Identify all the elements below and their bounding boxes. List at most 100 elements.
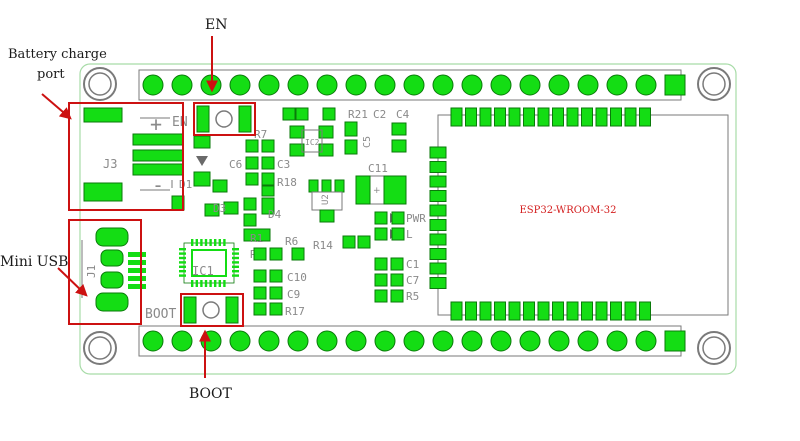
module-pad-top-4 — [494, 107, 506, 127]
bottom-header-pins — [142, 330, 686, 352]
silk-r14: R14 — [313, 239, 333, 252]
module-pad-bottom-4 — [494, 301, 506, 321]
module-pad-left-2 — [429, 161, 447, 173]
module-pad-top-12 — [610, 107, 622, 127]
module-pad-bottom-6 — [523, 301, 535, 321]
module-pad-left-5 — [429, 204, 447, 217]
top-header-pin-17 — [606, 74, 628, 96]
module-pad-bottom-8 — [552, 301, 564, 321]
silk-boot: BOOT — [145, 307, 176, 322]
bottom-header-pin-5 — [258, 330, 280, 352]
silk-j3: J3 — [103, 157, 117, 171]
ic1-lead-bottom-5 — [209, 280, 212, 287]
silk-r1: R1 — [250, 232, 263, 245]
label-en: EN — [205, 17, 227, 33]
ic1-lead-top-7 — [218, 239, 221, 246]
c11-capacitor: + — [355, 175, 407, 205]
svg-text:+: + — [373, 186, 381, 196]
bottom-header-pin-8 — [345, 330, 367, 352]
top-header-pin-2 — [171, 74, 193, 96]
silk-c11: C11 — [368, 162, 388, 175]
ic1-lead-left-3 — [179, 256, 186, 260]
ic1-lead-top-8 — [223, 239, 226, 246]
ic1-lead-bottom-7 — [218, 280, 221, 287]
module-pad-bottom-10 — [581, 301, 593, 321]
bottom-header-pin-15 — [548, 330, 570, 352]
silk-j1: J1 — [85, 265, 98, 278]
leds-pwr-l — [374, 211, 405, 241]
mounting-hole-bottom-left — [83, 331, 117, 365]
top-header-pin-19 — [664, 74, 686, 96]
ic1-lead-right-4 — [232, 261, 239, 264]
bottom-header-pin-14 — [519, 330, 541, 352]
ic1-lead-left-1 — [179, 248, 186, 251]
boot-button-footprint — [183, 296, 239, 324]
passives-c1-c7-r5 — [374, 257, 404, 303]
bottom-header-pin-12 — [461, 330, 483, 352]
module-pad-top-6 — [523, 107, 535, 127]
bottom-header-pin-16 — [577, 330, 599, 352]
top-header-pin-11 — [432, 74, 454, 96]
bottom-header-pin-6 — [287, 330, 309, 352]
top-header-pin-5 — [258, 74, 280, 96]
module-pad-top-14 — [639, 107, 651, 127]
top-header-pin-12 — [461, 74, 483, 96]
silk-c6: C6 — [229, 158, 242, 171]
battery-charge-port-j3 — [83, 107, 184, 202]
silk-r6: R6 — [285, 235, 298, 248]
diodes-and-triangles — [171, 135, 275, 242]
ic1-lead-right-3 — [232, 256, 239, 260]
ic1-lead-top-6 — [214, 239, 217, 246]
top-header-pin-6 — [287, 74, 309, 96]
top-header-pin-9 — [374, 74, 396, 96]
silk-c7: C7 — [406, 274, 419, 287]
module-pad-left-1 — [429, 146, 447, 159]
highlight-mini-usb — [68, 219, 142, 325]
bottom-header-pin-1 — [142, 330, 164, 352]
bottom-header-pin-9 — [374, 330, 396, 352]
module-pad-top-9 — [566, 107, 579, 127]
ic1-lead-right-1 — [232, 248, 239, 251]
ic1-lead-left-6 — [179, 270, 186, 273]
module-pad-bottom-7 — [537, 301, 550, 321]
top-header-pin-10 — [403, 74, 425, 96]
highlight-boxes — [68, 102, 256, 327]
module-pad-left-4 — [429, 190, 447, 202]
ic1-lead-top-2 — [195, 239, 198, 246]
ic1-lead-top-4 — [204, 239, 208, 246]
bottom-header-pin-11 — [432, 330, 454, 352]
top-header-pin-15 — [548, 74, 570, 96]
module-pad-top-3 — [479, 107, 492, 127]
silk-r5: R5 — [406, 290, 419, 303]
silk-d1: D1 — [179, 178, 192, 191]
mounting-holes — [83, 67, 731, 365]
module-pad-bottom-13 — [624, 301, 637, 321]
ic1-lead-top-3 — [200, 239, 203, 246]
passives-c10-c9-r17 — [253, 269, 283, 316]
module-pad-bottom-2 — [465, 301, 477, 321]
label-battery-line1: Battery charge — [8, 47, 107, 62]
silk-ic2: IC2 — [305, 138, 320, 147]
bottom-header-pin-10 — [403, 330, 425, 352]
silk-c10: C10 — [287, 271, 307, 284]
ic1-lead-bottom-8 — [223, 280, 226, 287]
module-pad-top-11 — [595, 107, 608, 127]
module-pad-bottom-9 — [566, 301, 579, 321]
silk-c4: C4 — [396, 108, 410, 121]
highlight-battery-port — [68, 102, 184, 211]
ic1-lead-bottom-2 — [195, 280, 198, 287]
ic1-lead-right-5 — [232, 265, 239, 268]
ic1-lead-left-5 — [179, 265, 186, 268]
ic1-lead-top-1 — [191, 239, 194, 246]
silk-r17: R17 — [285, 305, 305, 318]
top-header-pin-7 — [316, 74, 338, 96]
module-pad-top-5 — [508, 107, 521, 127]
ic1-lead-bottom-1 — [191, 280, 194, 287]
label-boot: BOOT — [189, 386, 233, 402]
ic1-lead-bottom-6 — [214, 280, 217, 287]
module-pad-left-7 — [429, 233, 447, 246]
label-mini-usb: Mini USB — [0, 254, 68, 270]
silk-c9: C9 — [287, 288, 300, 301]
esp32-module-pads — [429, 107, 651, 321]
